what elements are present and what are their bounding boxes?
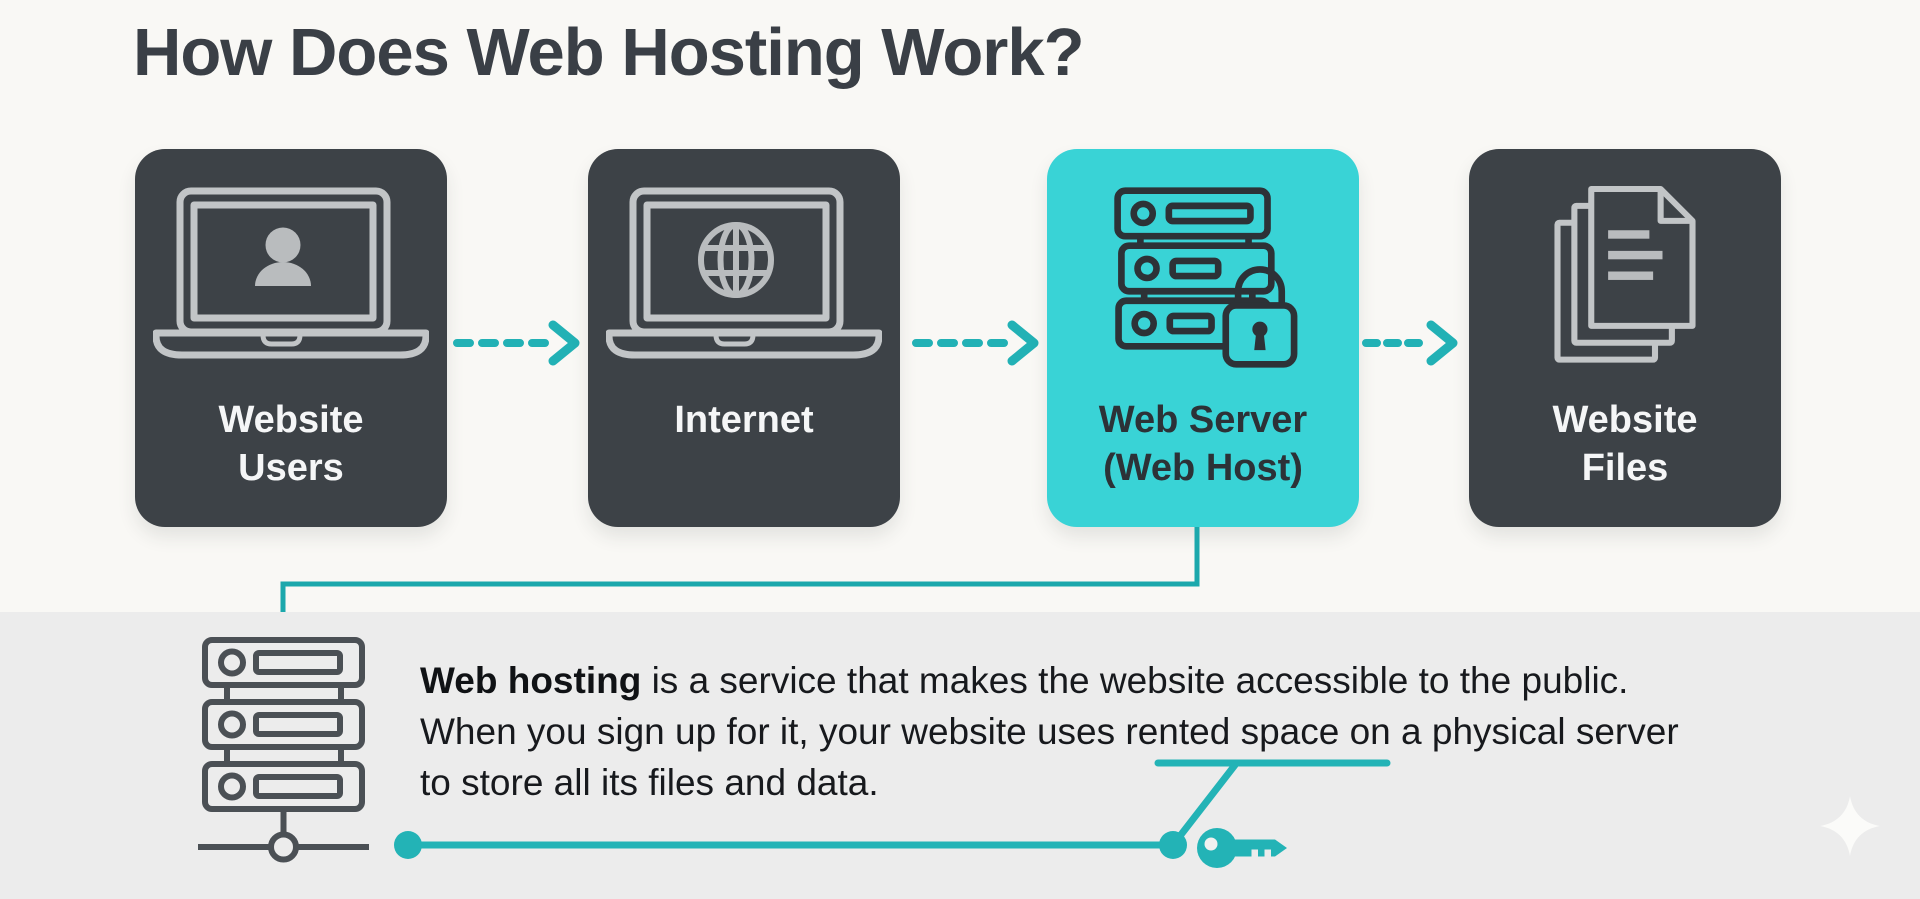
flow-arrow-3-icon [1362,320,1458,366]
flow-box-internet: Internet [588,149,900,527]
globe-icon [698,222,774,298]
server-connector-line [280,527,1200,616]
documents-icon [1554,185,1696,363]
callout-bold-lead: Web hosting [420,660,642,701]
connector-dot-right [1159,831,1187,859]
sparkle-icon [1820,796,1880,856]
annotation-lines [394,759,1391,859]
flow-box-label: Website Users [218,399,364,489]
flow-arrow-1-icon [453,320,580,366]
callout-line-3: to store all its files and data. [420,762,879,803]
flow-box-label: Web Server (Web Host) [1098,399,1308,489]
user-silhouette-icon [255,227,311,286]
laptop-globe-icon [606,187,882,359]
flow-box-label: Internet [674,399,814,441]
flow-box-label: Website Files [1552,399,1698,489]
key-icon [1197,828,1287,868]
flow-box-website-files: Website Files [1469,149,1781,527]
flow-box-web-server: Web Server (Web Host) [1047,149,1359,527]
callout-line-2: When you sign up for it, your website us… [420,711,1679,752]
server-lock-icon [1114,187,1298,368]
callout-line-1: Web hosting is a service that makes the … [420,660,1629,701]
laptop-user-icon [153,187,429,359]
callout-paragraph: Web hosting is a service that makes the … [420,655,1679,808]
connector-dot-left [394,831,422,859]
flow-arrow-2-icon [912,320,1039,366]
page-title: How Does Web Hosting Work? [133,15,1085,90]
server-network-icon [198,637,369,863]
flow-box-website-users: Website Users [135,149,447,527]
callout-band [0,612,1920,899]
padlock-icon [1222,266,1298,368]
